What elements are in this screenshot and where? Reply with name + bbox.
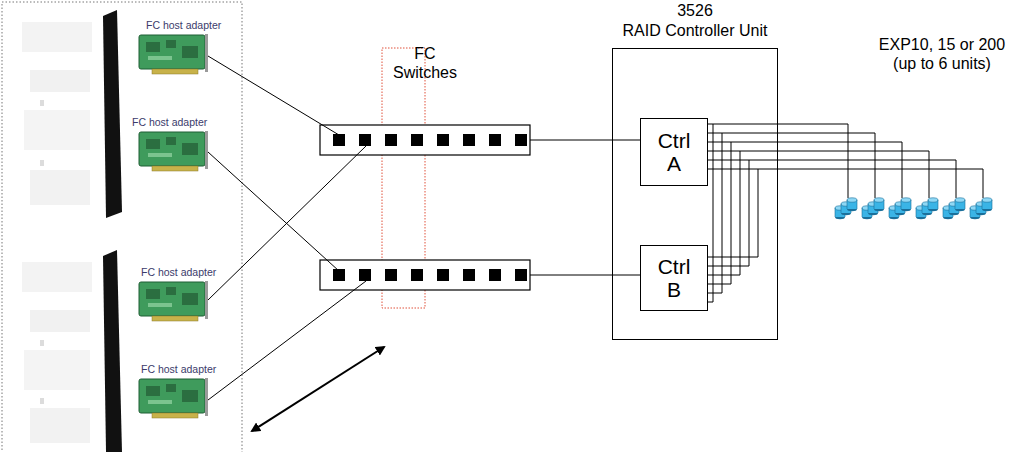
controller-box: Ctrl B bbox=[640, 245, 708, 311]
switch-port bbox=[463, 134, 475, 146]
host-enclosure bbox=[2, 2, 242, 452]
switch-port bbox=[437, 134, 449, 146]
adapter-label: FC host adapter bbox=[132, 116, 207, 128]
disk-unit bbox=[916, 198, 938, 219]
drive-cable bbox=[707, 169, 758, 257]
controller-label: Ctrl B bbox=[658, 255, 691, 301]
adapter-label: FC host adapter bbox=[141, 363, 216, 375]
switch-port bbox=[385, 269, 397, 281]
disk-unit bbox=[970, 198, 992, 219]
drive-cable bbox=[707, 151, 740, 275]
raid-controller-unit: 3526RAID Controller UnitCtrl ACtrl B bbox=[612, 48, 778, 340]
host-adapter: FC host adapter bbox=[138, 378, 208, 420]
host-adapter: FC host adapter bbox=[138, 281, 208, 323]
disk-unit bbox=[835, 198, 857, 219]
switch-port bbox=[515, 134, 527, 146]
fc-switch bbox=[320, 125, 530, 155]
drive-cable bbox=[707, 133, 722, 293]
adapter-card bbox=[138, 34, 208, 76]
switch-port bbox=[411, 269, 423, 281]
switch-port bbox=[359, 269, 371, 281]
switch-port bbox=[515, 269, 527, 281]
controller-box: Ctrl A bbox=[640, 118, 708, 186]
adapter-card bbox=[138, 281, 208, 323]
drive-cable bbox=[707, 169, 983, 198]
switch-port bbox=[489, 269, 501, 281]
host-adapter: FC host adapter bbox=[138, 131, 208, 173]
server bbox=[22, 10, 122, 218]
disk-unit bbox=[943, 198, 965, 219]
fc-cable bbox=[208, 56, 640, 400]
switch-port bbox=[333, 134, 345, 146]
switch-port bbox=[437, 269, 449, 281]
fc-switch bbox=[320, 260, 530, 290]
unit-heading: 3526RAID Controller Unit bbox=[573, 1, 817, 41]
disk-enclosure bbox=[835, 198, 992, 219]
switch-port bbox=[359, 134, 371, 146]
drive-cable bbox=[707, 160, 749, 266]
adapter-label: FC host adapter bbox=[141, 266, 216, 278]
switch-port bbox=[385, 134, 397, 146]
host-adapter: FC host adapter bbox=[138, 34, 208, 76]
adapter-card bbox=[138, 131, 208, 173]
drive-cable bbox=[707, 142, 731, 284]
drive-cable bbox=[707, 133, 875, 198]
drive-cable bbox=[707, 160, 956, 198]
switch-port bbox=[463, 269, 475, 281]
drive-cable bbox=[707, 142, 902, 198]
adapter-card bbox=[138, 378, 208, 420]
switch-port bbox=[489, 134, 501, 146]
disk-unit bbox=[862, 198, 884, 219]
double-arrow bbox=[252, 347, 384, 431]
adapter-label: FC host adapter bbox=[146, 19, 221, 31]
controller-label: Ctrl A bbox=[658, 129, 691, 175]
expansion-label: EXP10, 15 or 200 (up to 6 units) bbox=[872, 35, 1012, 73]
unit-title: RAID Controller Unit bbox=[573, 21, 817, 41]
server bbox=[22, 250, 122, 452]
switch-port bbox=[411, 134, 423, 146]
unit-title: 3526 bbox=[573, 1, 817, 21]
drive-cable bbox=[707, 124, 983, 302]
switch-label: FC Switches bbox=[365, 44, 485, 82]
disk-unit bbox=[889, 198, 911, 219]
